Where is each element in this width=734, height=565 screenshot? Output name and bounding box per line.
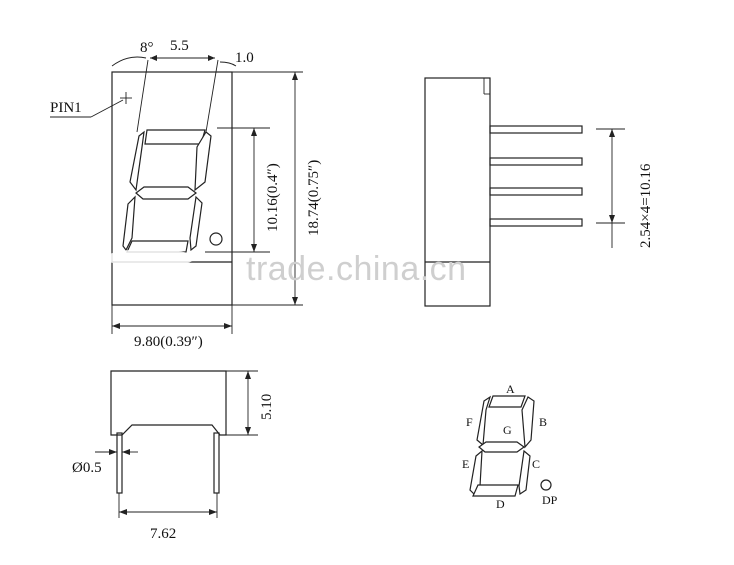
side-pins [489,125,583,227]
slant-guide-left [136,59,149,133]
pin-spacing-arrow-right [209,509,217,515]
side-pin-2 [489,157,583,166]
map-label-a: A [506,382,515,396]
front-segment-f [129,130,145,192]
digit-height-label: 10.16(0.4″) [265,163,281,232]
front-segment-a [144,129,206,145]
body-height-arrow-top [245,371,251,379]
front-segment-b [194,131,212,192]
map-segment-f [476,395,492,447]
front-segment-g [135,186,197,200]
front-view: PIN1 8° 5.5 1.0 10.16(0.4″) 18.74(0.75″)… [50,38,322,350]
map-segment-b [521,396,535,449]
map-segment-dp [540,479,552,491]
pin1-label: PIN1 [50,100,82,116]
pin1-leader [90,99,124,118]
map-label-g: G [503,423,512,437]
side-pin-1 [489,125,583,134]
watermark-blur-right [600,249,680,267]
digit-height-arrow-bottom [251,244,257,252]
pin-diameter-arrow-right [122,449,130,455]
total-height-arrow-top [292,72,298,80]
bottom-body [110,370,227,436]
top-width-arrow-left [150,55,157,61]
side-view: 2.54×4=10.16 [424,77,654,307]
bottom-pin-right [213,432,220,494]
bottom-pin-left [116,432,123,494]
watermark: trade.china.cn [105,249,680,288]
pin-diameter-arrow-left [109,449,117,455]
bottom-view: 5.10 Ø0.5 7.62 [72,370,275,542]
map-segment-a [488,395,526,408]
pitch-arrow-bottom [609,215,615,223]
width-arrow-right [224,323,232,329]
front-segment-e [122,195,136,252]
pin-spacing-label: 7.62 [150,526,176,542]
top-width-arrow-right [208,55,215,61]
digit-height-arrow-top [251,128,257,136]
map-label-f: F [466,415,473,429]
front-segment-dp [209,232,223,246]
segment-width-arc [219,61,237,67]
side-pin-4 [489,218,583,227]
front-segment-c [189,195,203,252]
map-segment-c [518,449,531,496]
map-label-e: E [462,457,469,471]
pitch-label: 2.54×4=10.16 [638,163,654,248]
total-height-label: 18.74(0.75″) [306,160,322,236]
side-pin-3 [489,187,583,196]
map-label-d: D [496,497,505,511]
watermark-text: trade.china.cn [246,250,467,288]
front-body [111,71,233,306]
body-height-arrow-bottom [245,427,251,435]
map-label-c: C [532,457,540,471]
angle-label: 8° [140,40,154,56]
width-arrow-left [112,323,120,329]
width-label: 9.80(0.39″) [134,334,203,350]
total-height-arrow-bottom [292,297,298,305]
segment-width-label: 1.0 [235,50,254,66]
watermark-blur-left [105,249,195,267]
slant-guide-right [205,59,219,133]
front-digit [122,129,223,253]
body-height-label: 5.10 [259,394,275,420]
map-label-b: B [539,415,547,429]
segment-map: A B C D E F G DP [462,382,558,511]
top-width-label: 5.5 [170,38,189,54]
pitch-arrow-top [609,129,615,137]
map-label-dp: DP [542,493,558,507]
pin-diameter-label: Ø0.5 [72,460,102,476]
angle-arc [111,56,147,67]
map-segment-d [472,484,519,497]
pin-spacing-arrow-left [119,509,127,515]
map-segment-g [478,441,526,453]
